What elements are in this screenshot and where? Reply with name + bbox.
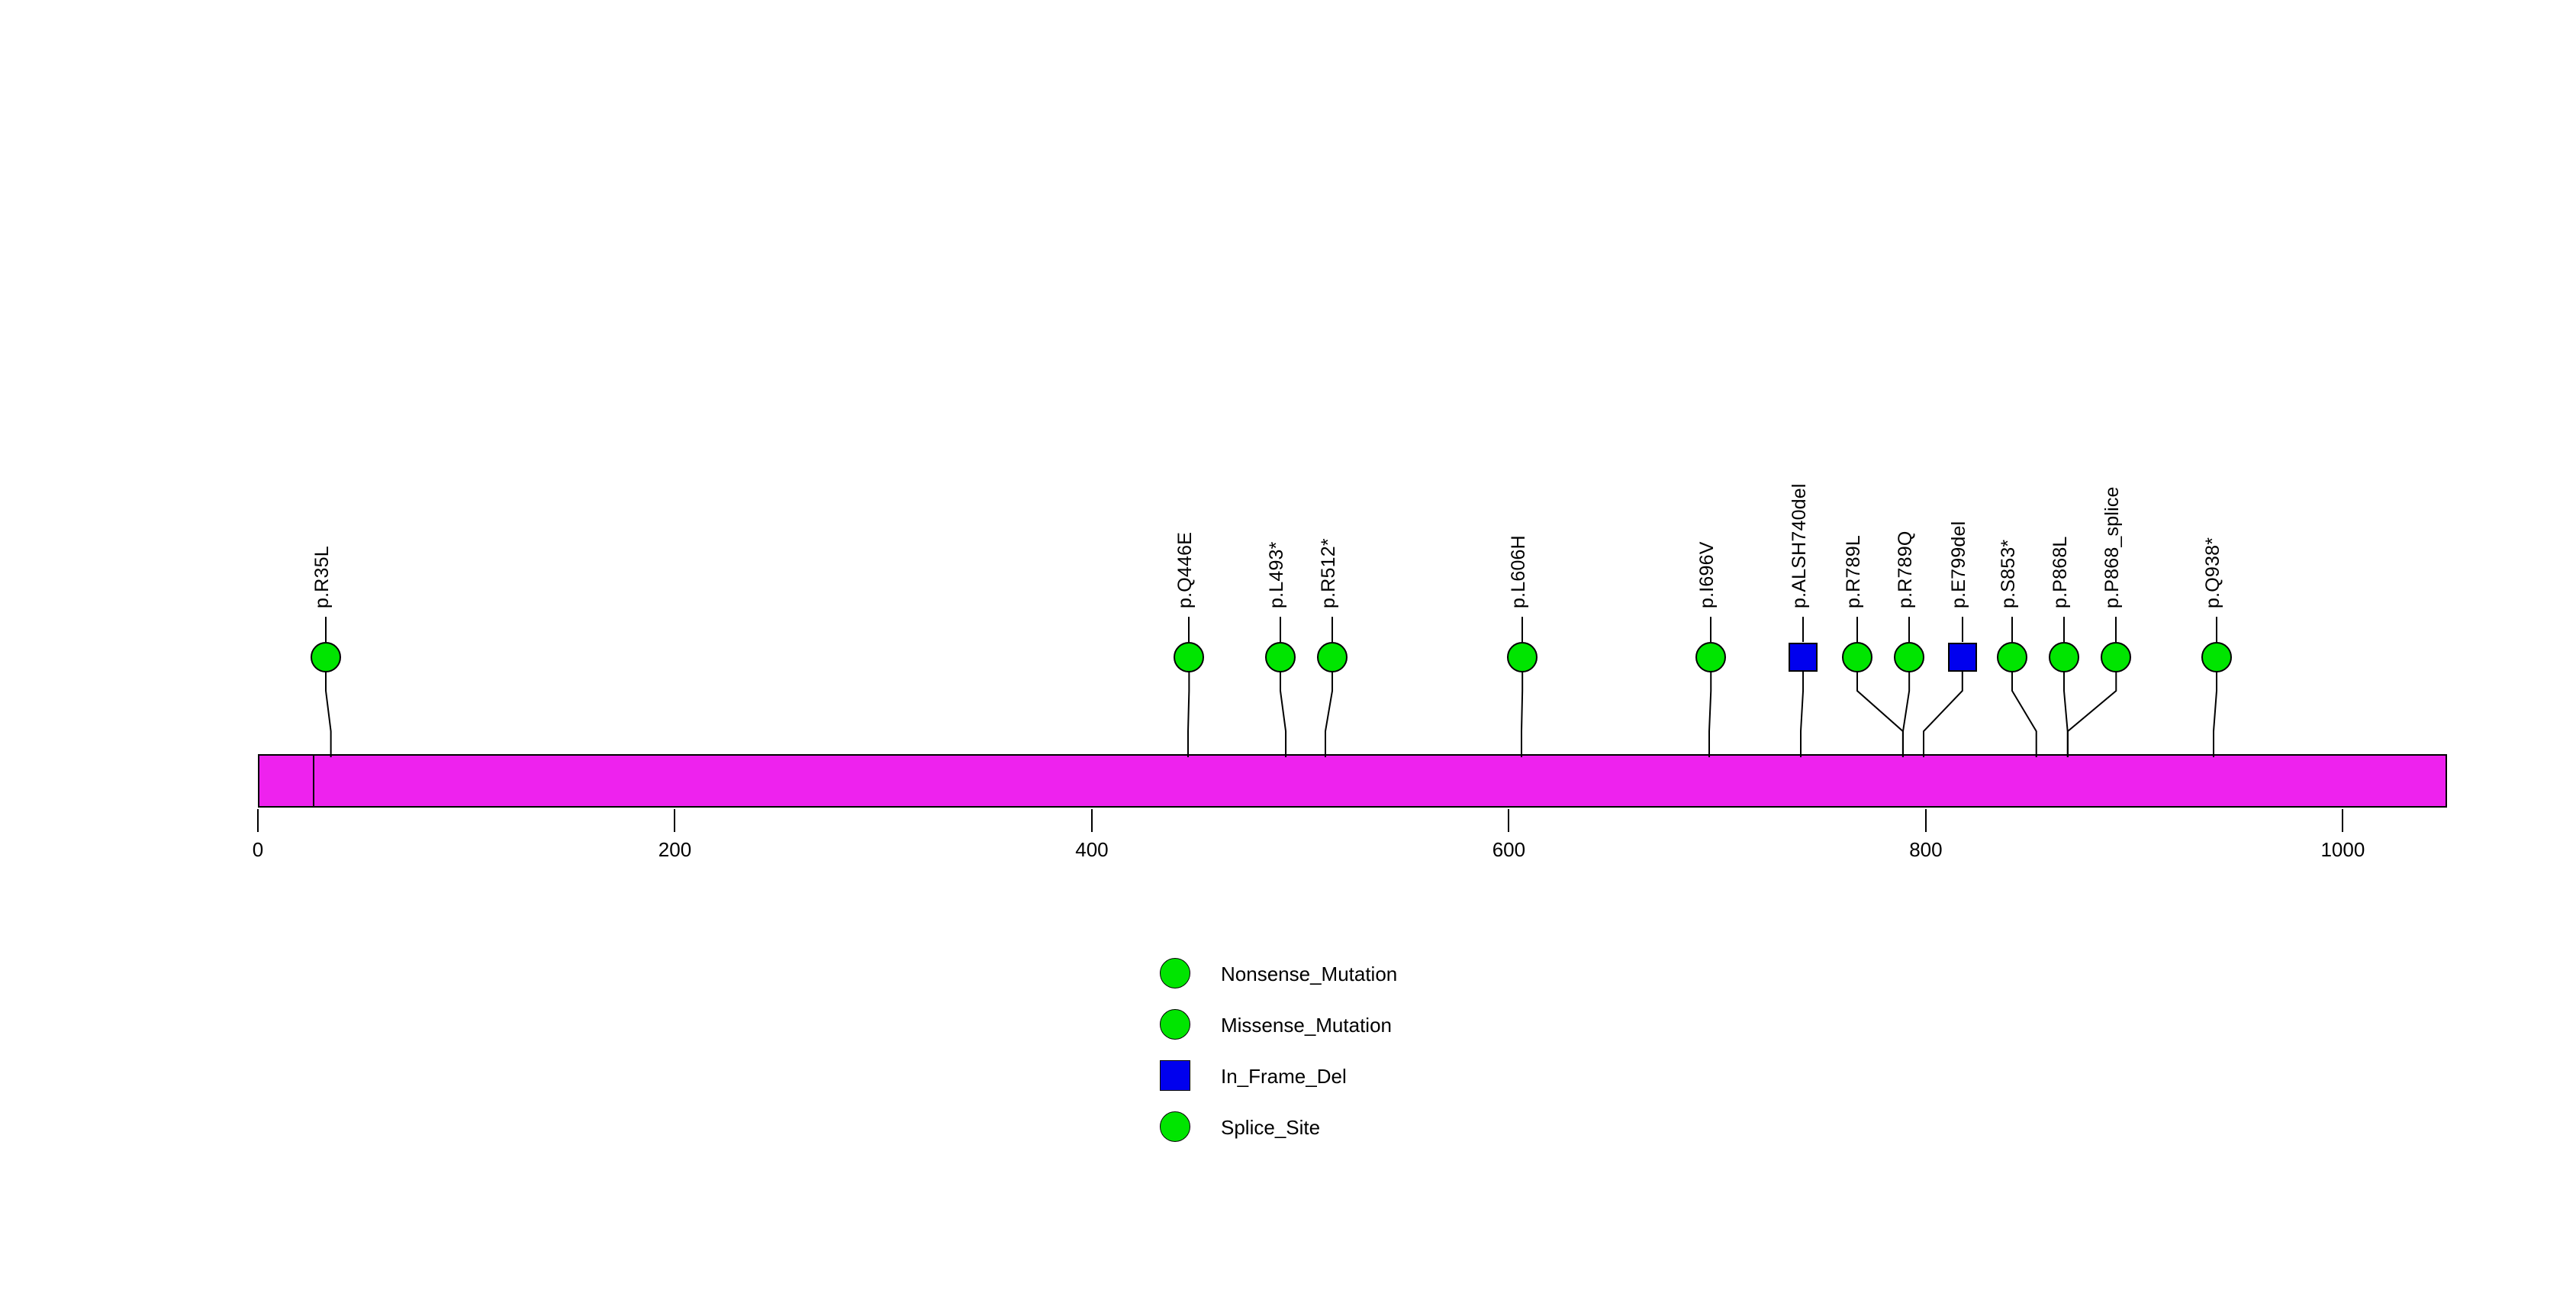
- axis-tick-200: [674, 809, 676, 832]
- lollipop-connector: [2212, 671, 2217, 757]
- lollipop-connector: [1799, 671, 1804, 757]
- lollipop-stem-upper: [1802, 617, 1804, 642]
- mutation-marker-circle[interactable]: [2049, 642, 2079, 672]
- mutation-marker-circle[interactable]: [1317, 642, 1348, 672]
- protein-backbone-bar: [258, 754, 2447, 808]
- axis-tick-label-1000: 1000: [2320, 838, 2365, 861]
- axis-tick-1000: [2342, 809, 2344, 832]
- legend-swatch-circle: [1160, 958, 1190, 988]
- mutation-marker-circle[interactable]: [1265, 642, 1296, 672]
- axis-tick-label-600: 600: [1492, 838, 1526, 861]
- lollipop-stem-upper: [1521, 617, 1523, 642]
- lollipop-stem-upper: [2115, 617, 2117, 642]
- lollipop-label: p.I696V: [1696, 541, 1718, 608]
- lollipop-connector: [1708, 671, 1711, 757]
- legend-swatch-square: [1160, 1060, 1190, 1091]
- lollipop-connector: [1280, 671, 1287, 757]
- mutation-marker-circle[interactable]: [1174, 642, 1204, 672]
- legend-label: Nonsense_Mutation: [1221, 963, 1398, 985]
- lollipop-stem-upper: [1908, 617, 1910, 642]
- lollipop-stem-upper: [1962, 617, 1963, 642]
- lollipop-connector: [2066, 671, 2117, 757]
- legend-label: Splice_Site: [1221, 1116, 1321, 1139]
- lollipop-connector: [1520, 671, 1523, 757]
- lollipop-label: p.P868L: [2050, 536, 2071, 608]
- lollipop-stem-upper: [325, 617, 327, 642]
- lollipop-stem-upper: [2063, 617, 2065, 642]
- axis-tick-400: [1090, 809, 1093, 832]
- mutation-marker-circle[interactable]: [1695, 642, 1726, 672]
- lollipop-stem-upper: [1856, 617, 1858, 642]
- axis-tick-800: [1924, 809, 1927, 832]
- mutation-marker-circle[interactable]: [1894, 642, 1924, 672]
- mutation-marker-square[interactable]: [1789, 643, 1818, 672]
- lollipop-label: p.Q938*: [2202, 537, 2223, 608]
- lollipop-label: p.R35L: [311, 546, 333, 608]
- lollipop-label: p.E799del: [1948, 521, 1969, 608]
- lollipop-stem-upper: [2216, 617, 2217, 642]
- lollipop-connector: [1187, 671, 1190, 757]
- mutation-marker-square[interactable]: [1948, 643, 1977, 672]
- lollipop-stem-upper: [1280, 617, 1281, 642]
- lollipop-connector: [1901, 671, 1910, 757]
- axis-tick-label-0: 0: [252, 838, 264, 861]
- lollipop-connector: [2011, 671, 2037, 757]
- lollipop-label: p.L606H: [1508, 535, 1529, 608]
- domain-divider-0: [313, 756, 315, 806]
- axis-tick-0: [257, 809, 259, 832]
- mutation-marker-circle[interactable]: [1507, 642, 1538, 672]
- legend-swatch-circle: [1160, 1009, 1190, 1040]
- lollipop-stem-upper: [1710, 617, 1711, 642]
- axis-tick-600: [1508, 809, 1510, 832]
- legend-label: Missense_Mutation: [1221, 1014, 1392, 1037]
- legend-swatch-circle: [1160, 1111, 1190, 1142]
- lollipop-stem-upper: [1331, 617, 1333, 642]
- axis-tick-label-800: 800: [1909, 838, 1943, 861]
- mutation-marker-circle[interactable]: [311, 642, 341, 672]
- lollipop-label: p.L493*: [1266, 541, 1287, 608]
- lollipop-label: p.S853*: [1998, 539, 2019, 608]
- lollipop-label: p.R512*: [1318, 538, 1339, 608]
- lollipop-label: p.Q446E: [1174, 531, 1196, 608]
- lollipop-label: p.R789L: [1843, 535, 1864, 608]
- axis-tick-label-200: 200: [658, 838, 692, 861]
- lollipop-label: p.ALSH740del: [1789, 483, 1810, 608]
- mutation-marker-circle[interactable]: [2201, 642, 2232, 672]
- lollipop-stem-upper: [2011, 617, 2013, 642]
- legend-label: In_Frame_Del: [1221, 1065, 1347, 1088]
- mutation-marker-circle[interactable]: [1842, 642, 1872, 672]
- lollipop-label: p.P868_splice: [2101, 486, 2123, 608]
- lollipop-connector: [325, 671, 332, 757]
- lollipop-connector: [1923, 671, 1963, 757]
- lollipop-label: p.R789Q: [1895, 531, 1916, 608]
- axis-tick-label-400: 400: [1075, 838, 1109, 861]
- mutation-marker-circle[interactable]: [2101, 642, 2131, 672]
- lollipop-stem-upper: [1188, 617, 1190, 642]
- mutation-marker-circle[interactable]: [1997, 642, 2027, 672]
- lollipop-connector: [1324, 671, 1333, 757]
